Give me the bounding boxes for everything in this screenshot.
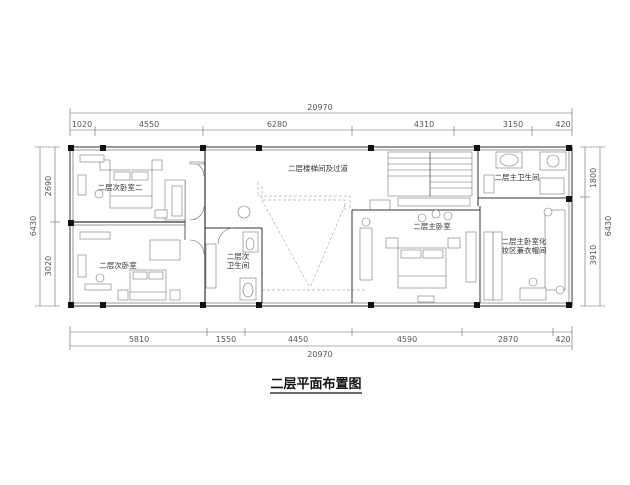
bottom-dim-2: 1550 — [216, 335, 236, 344]
bottom-dim-3: 4450 — [288, 335, 308, 344]
left-dimensions: 6430 2690 3020 — [29, 146, 60, 307]
right-dimensions: 1800 3910 6430 — [580, 146, 613, 307]
drawing-title: 二层平面布置图 — [270, 376, 361, 392]
master-bedroom-area — [351, 206, 481, 303]
label-master-dressing-line1: 二层主卧室化 — [502, 236, 547, 246]
bottom-dim-1: 5810 — [129, 335, 149, 344]
top-dim-3: 6280 — [267, 120, 287, 129]
top-dim-2: 4550 — [139, 120, 159, 129]
stair-corridor-area — [237, 151, 473, 291]
label-secondary-bedroom-2: 二层次卧室二 — [98, 182, 143, 192]
label-master-dressing-line2: 妆区兼衣帽间 — [502, 245, 547, 255]
right-dim-2: 3910 — [589, 245, 598, 265]
label-master-bath: 二层主卫生间 — [495, 172, 540, 182]
secondary-bathroom-area — [205, 227, 263, 303]
top-total-dimension: 20970 — [307, 103, 332, 112]
top-dimensions: 20970 1020 4550 6280 4310 3150 420 — [69, 103, 573, 136]
master-bathroom-area — [477, 150, 569, 206]
bottom-dim-5: 2870 — [498, 335, 518, 344]
master-dressing-area — [483, 207, 566, 301]
bottom-dimensions: 5810 1550 4450 4590 2870 420 20970 — [69, 326, 573, 359]
left-total-dimension: 6430 — [29, 216, 38, 236]
top-dim-5: 3150 — [503, 120, 523, 129]
bottom-dim-6: 420 — [555, 335, 570, 344]
top-dim-4: 4310 — [414, 120, 434, 129]
left-dim-1: 2690 — [44, 176, 53, 196]
stair-treads — [388, 157, 472, 189]
bottom-total-dimension: 20970 — [307, 350, 332, 359]
secondary-bedrooms-area — [73, 150, 206, 303]
label-secondary-bath-line1: 二层次 — [227, 251, 250, 261]
bottom-dim-4: 4590 — [397, 335, 417, 344]
top-dim-6: 420 — [555, 120, 570, 129]
right-total-dimension: 6430 — [604, 216, 613, 236]
label-stair-corridor: 二层楼梯间及过道 — [288, 163, 348, 173]
top-dim-1: 1020 — [72, 120, 92, 129]
label-secondary-bedroom: 二层次卧室 — [99, 260, 137, 270]
right-dim-1: 1800 — [589, 168, 598, 188]
label-secondary-bath-line2: 卫生间 — [227, 260, 250, 270]
left-dim-2: 3020 — [44, 256, 53, 276]
label-master-bedroom: 二层主卧室 — [413, 221, 451, 231]
